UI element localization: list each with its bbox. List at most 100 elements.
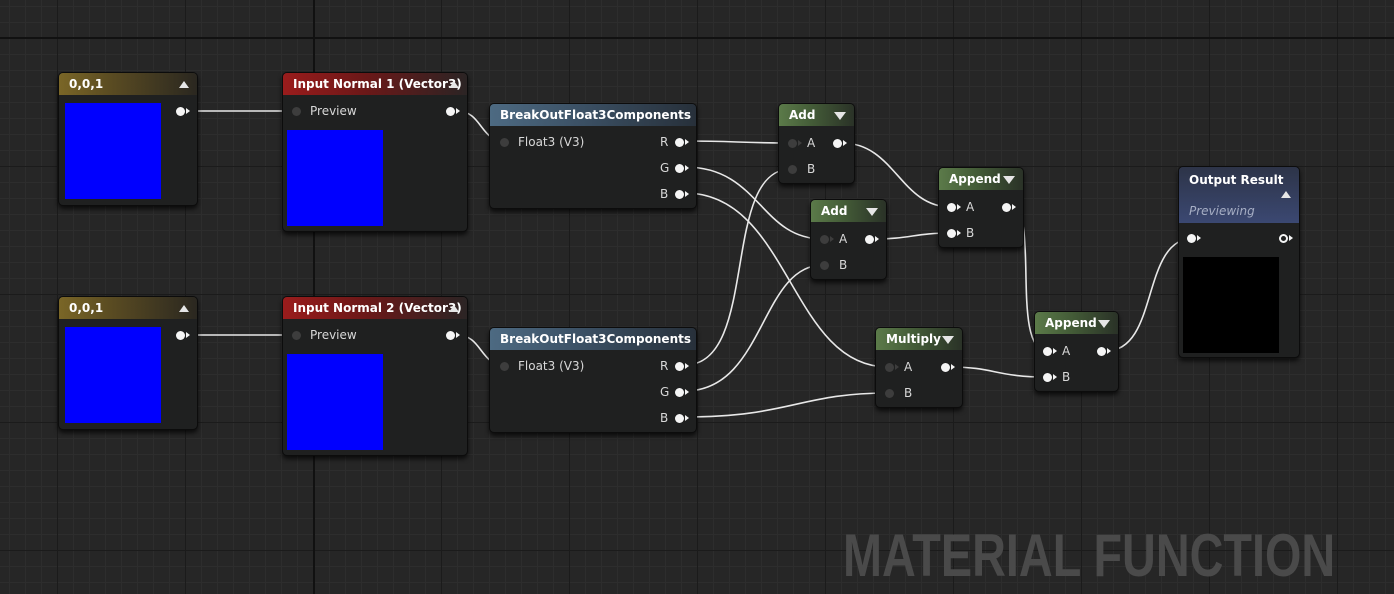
breakout-node-2[interactable]: BreakOutFloat3Components Float3 (V3) R G… [489, 327, 697, 433]
preview-pin-label: Preview [310, 328, 357, 342]
r-output-pin[interactable] [675, 362, 684, 371]
function-input-node-2[interactable]: Input Normal 2 (Vector3) Preview [282, 296, 468, 456]
preview-pin-label: Preview [310, 104, 357, 118]
a-input-pin[interactable] [1043, 347, 1052, 356]
b-pin-label: B [904, 386, 913, 400]
result-output-pin[interactable] [1279, 234, 1288, 243]
multiply-node-header[interactable]: Multiply [876, 328, 962, 350]
append-node-2[interactable]: Append A B [1034, 311, 1119, 392]
append-node-2-header[interactable]: Append [1035, 312, 1118, 334]
append-node-1-title: Append [949, 172, 1001, 186]
b-input-pin[interactable] [885, 389, 894, 398]
output-pin-arrow-icon [685, 363, 689, 369]
b-input-pin[interactable] [1043, 373, 1052, 382]
b-input-pin[interactable] [947, 229, 956, 238]
g-output-pin[interactable] [675, 388, 684, 397]
multiply-node[interactable]: Multiply A B [875, 327, 963, 408]
b-output-pin[interactable] [675, 190, 684, 199]
breakout-node-2-title: BreakOutFloat3Components [500, 332, 691, 346]
add-node-2-header[interactable]: Add [811, 200, 886, 222]
constant-node-1-header[interactable]: 0,0,1 [59, 73, 197, 95]
output-result-node-title: Output Result [1189, 173, 1284, 187]
collapse-arrow-icon[interactable] [449, 305, 459, 312]
collapse-arrow-icon[interactable] [449, 81, 459, 88]
function-input-node-1[interactable]: Input Normal 1 (Vector3) Preview [282, 72, 468, 232]
constant-node-1-title: 0,0,1 [69, 77, 104, 91]
append-node-2-title: Append [1045, 316, 1097, 330]
output-pin-arrow-icon [951, 364, 955, 370]
function-input-node-1-title: Input Normal 1 (Vector3) [293, 77, 462, 91]
result-input-pin[interactable] [1187, 234, 1196, 243]
a-input-pin[interactable] [885, 363, 894, 372]
function-input-node-2-header[interactable]: Input Normal 2 (Vector3) [283, 297, 467, 319]
r-pin-label: R [660, 359, 669, 373]
b-pin-label: B [660, 187, 669, 201]
add-node-1[interactable]: Add A B [778, 103, 855, 184]
a-input-pin[interactable] [788, 139, 797, 148]
breakout-node-1-header[interactable]: BreakOutFloat3Components [490, 104, 696, 126]
chevron-down-icon[interactable] [866, 208, 878, 216]
add-node-1-title: Add [789, 108, 816, 122]
b-input-pin[interactable] [788, 165, 797, 174]
output-pin-arrow-icon [843, 140, 847, 146]
a-input-pin[interactable] [947, 203, 956, 212]
b-pin-label: B [807, 162, 816, 176]
chevron-down-icon[interactable] [1098, 320, 1110, 328]
append-node-1-header[interactable]: Append [939, 168, 1023, 190]
chevron-down-icon[interactable] [834, 112, 846, 120]
wire-multiply-to-append2b [949, 366, 1048, 378]
input-pin-arrow-icon [798, 140, 802, 146]
breakout-node-2-header[interactable]: BreakOutFloat3Components [490, 328, 696, 350]
b-output-pin[interactable] [675, 414, 684, 423]
collapse-arrow-icon[interactable] [1281, 191, 1291, 198]
output-pin-arrow-icon [685, 191, 689, 197]
r-pin-label: R [660, 135, 669, 149]
g-output-pin[interactable] [675, 164, 684, 173]
output-pin-arrow-icon [456, 108, 460, 114]
chevron-down-icon[interactable] [942, 336, 954, 344]
function-input-node-1-header[interactable]: Input Normal 1 (Vector3) [283, 73, 467, 95]
output-pin-arrow-icon [186, 332, 190, 338]
output-pin-arrow-icon [1012, 204, 1016, 210]
breakout-node-1[interactable]: BreakOutFloat3Components Float3 (V3) R G… [489, 103, 697, 209]
output-pin[interactable] [1002, 203, 1011, 212]
output-pin-arrow-icon [1107, 348, 1111, 354]
add-node-1-header[interactable]: Add [779, 104, 854, 126]
chevron-down-icon[interactable] [1003, 176, 1015, 184]
previewing-status: Previewing [1189, 204, 1255, 218]
preview-input-pin[interactable] [292, 107, 301, 116]
collapse-arrow-icon[interactable] [179, 305, 189, 312]
output-result-node[interactable]: Output Result Previewing [1178, 166, 1300, 358]
output-pin[interactable] [176, 331, 185, 340]
collapse-arrow-icon[interactable] [179, 81, 189, 88]
a-input-pin[interactable] [820, 235, 829, 244]
wire-b2g-to-add2b [684, 264, 824, 392]
r-output-pin[interactable] [675, 138, 684, 147]
constant-node-1[interactable]: 0,0,1 [58, 72, 198, 206]
add-node-2[interactable]: Add A B [810, 199, 887, 280]
preview-input-pin[interactable] [292, 331, 301, 340]
constant-node-2-title: 0,0,1 [69, 301, 104, 315]
wire-b1r-to-add1a [684, 140, 792, 144]
append-node-1[interactable]: Append A B [938, 167, 1024, 248]
output-pin[interactable] [176, 107, 185, 116]
output-pin[interactable] [833, 139, 842, 148]
output-pin[interactable] [941, 363, 950, 372]
constant-node-2[interactable]: 0,0,1 [58, 296, 198, 430]
output-pin[interactable] [446, 107, 455, 116]
b-pin-label: B [1062, 370, 1071, 384]
output-pin[interactable] [446, 331, 455, 340]
output-result-node-header[interactable]: Output Result Previewing [1179, 167, 1299, 223]
constant-node-2-header[interactable]: 0,0,1 [59, 297, 197, 319]
output-pin[interactable] [865, 235, 874, 244]
float3-input-pin[interactable] [500, 138, 509, 147]
add-node-2-title: Add [821, 204, 848, 218]
color-preview-swatch [65, 327, 161, 423]
output-pin[interactable] [1097, 347, 1106, 356]
input-pin-arrow-icon [895, 364, 899, 370]
output-pin-arrow-icon [685, 165, 689, 171]
float3-input-pin[interactable] [500, 362, 509, 371]
input-pin-arrow-icon [957, 230, 961, 236]
a-pin-label: A [807, 136, 816, 150]
b-input-pin[interactable] [820, 261, 829, 270]
